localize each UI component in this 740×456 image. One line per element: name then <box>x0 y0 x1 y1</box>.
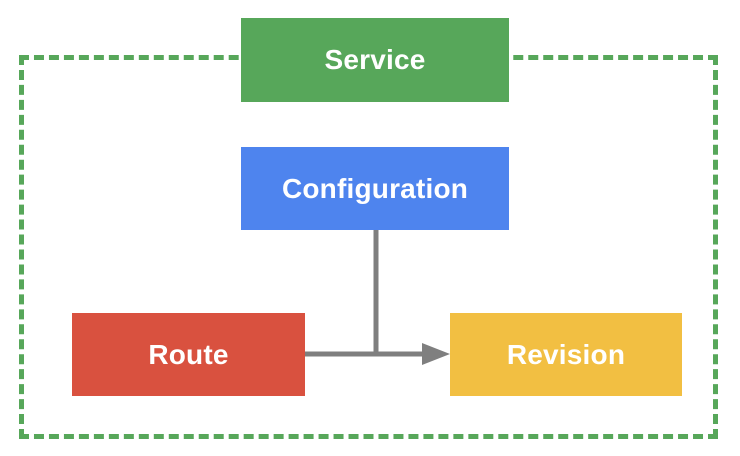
node-revision[interactable]: Revision <box>450 313 682 396</box>
node-service-label: Service <box>324 44 426 75</box>
arrowhead-icon <box>422 343 450 365</box>
node-configuration[interactable]: Configuration <box>241 147 509 230</box>
node-route-label: Route <box>148 338 229 370</box>
node-configuration-label: Configuration <box>281 172 469 204</box>
node-route[interactable]: Route <box>72 313 305 396</box>
node-service[interactable]: Service <box>241 18 509 102</box>
node-revision-label: Revision <box>506 338 626 370</box>
